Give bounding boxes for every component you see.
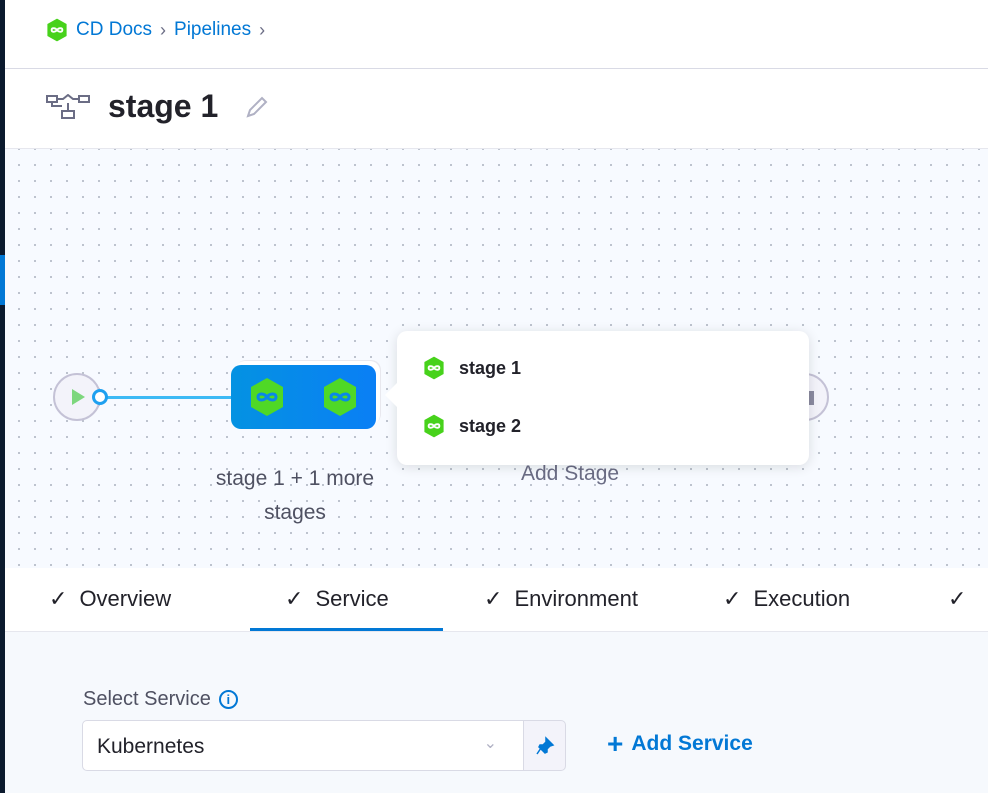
- plus-icon: +: [607, 728, 624, 759]
- pipeline-canvas[interactable]: stage 1 + 1 more stages Add Stage stage …: [5, 148, 988, 568]
- info-icon[interactable]: i: [218, 690, 238, 709]
- tab-overview[interactable]: ✓ Overview: [49, 586, 171, 612]
- pin-icon: [535, 735, 554, 754]
- stop-icon: [807, 391, 814, 405]
- stage-tabs: ✓ Overview ✓ Service ✓ Environment ✓ Executi…: [5, 568, 988, 632]
- deploy-stage-icon: [323, 378, 356, 416]
- tab-advanced[interactable]: ✓: [948, 586, 966, 612]
- page-header: stage 1: [46, 88, 270, 125]
- add-service-button[interactable]: + Add Service: [607, 728, 753, 759]
- popover-stage-item[interactable]: stage 2: [423, 414, 521, 438]
- deploy-stage-icon: [424, 356, 444, 380]
- field-label: Select Service: [83, 688, 211, 710]
- tab-service[interactable]: ✓ Service: [285, 586, 389, 612]
- popover-stage-item[interactable]: stage 1: [423, 356, 521, 380]
- cd-module-icon: [47, 18, 67, 42]
- service-panel: Select Service i Kubernetes ⌄ + Add Service: [5, 632, 988, 793]
- chevron-right-icon: ›: [160, 19, 167, 40]
- popover-stage-label: stage 2: [459, 415, 522, 436]
- pin-button[interactable]: [523, 720, 566, 771]
- page-title: stage 1: [108, 88, 219, 124]
- deploy-stage-icon: [424, 414, 444, 438]
- select-service-label: Select Service i: [83, 688, 238, 711]
- tab-execution[interactable]: ✓ Execution: [723, 586, 850, 612]
- breadcrumb-cd-docs[interactable]: CD Docs: [76, 19, 153, 40]
- chevron-right-icon: ›: [259, 19, 266, 40]
- edit-pencil-icon[interactable]: [244, 94, 270, 120]
- service-select-value: Kubernetes: [97, 735, 205, 758]
- tab-label: Service: [315, 586, 389, 611]
- divider: [5, 68, 988, 69]
- check-icon: ✓: [49, 586, 68, 611]
- tab-label: Environment: [514, 586, 638, 611]
- tab-label: Overview: [79, 586, 172, 611]
- connector-port[interactable]: [92, 389, 108, 405]
- stage-group-popover: stage 1 stage 2: [385, 331, 809, 465]
- tab-label: Execution: [753, 586, 851, 611]
- breadcrumb: CD Docs › Pipelines ›: [46, 18, 265, 42]
- stage-group-label: stage 1 + 1 more stages: [215, 467, 375, 524]
- sidebar-active-indicator: [0, 255, 5, 305]
- add-stage-button[interactable]: Add Stage: [521, 462, 620, 485]
- stage-group-node[interactable]: [231, 365, 376, 429]
- active-tab-indicator: [250, 628, 443, 631]
- pipeline-stage-icon: [46, 93, 90, 119]
- breadcrumb-pipelines[interactable]: Pipelines: [174, 19, 252, 40]
- check-icon: ✓: [723, 586, 742, 611]
- service-select[interactable]: Kubernetes ⌄: [82, 720, 524, 771]
- app-sidebar: [0, 0, 5, 793]
- check-icon: ✓: [948, 586, 967, 611]
- deploy-stage-icon: [251, 378, 284, 416]
- check-icon: ✓: [285, 586, 304, 611]
- tab-environment[interactable]: ✓ Environment: [484, 586, 638, 612]
- connector-line: [106, 396, 234, 399]
- pipeline-start-node[interactable]: [53, 373, 101, 421]
- play-icon: [72, 389, 85, 405]
- chevron-down-icon: ⌄: [483, 735, 497, 752]
- popover-stage-label: stage 1: [459, 357, 522, 378]
- add-service-label: Add Service: [631, 732, 753, 755]
- check-icon: ✓: [484, 586, 503, 611]
